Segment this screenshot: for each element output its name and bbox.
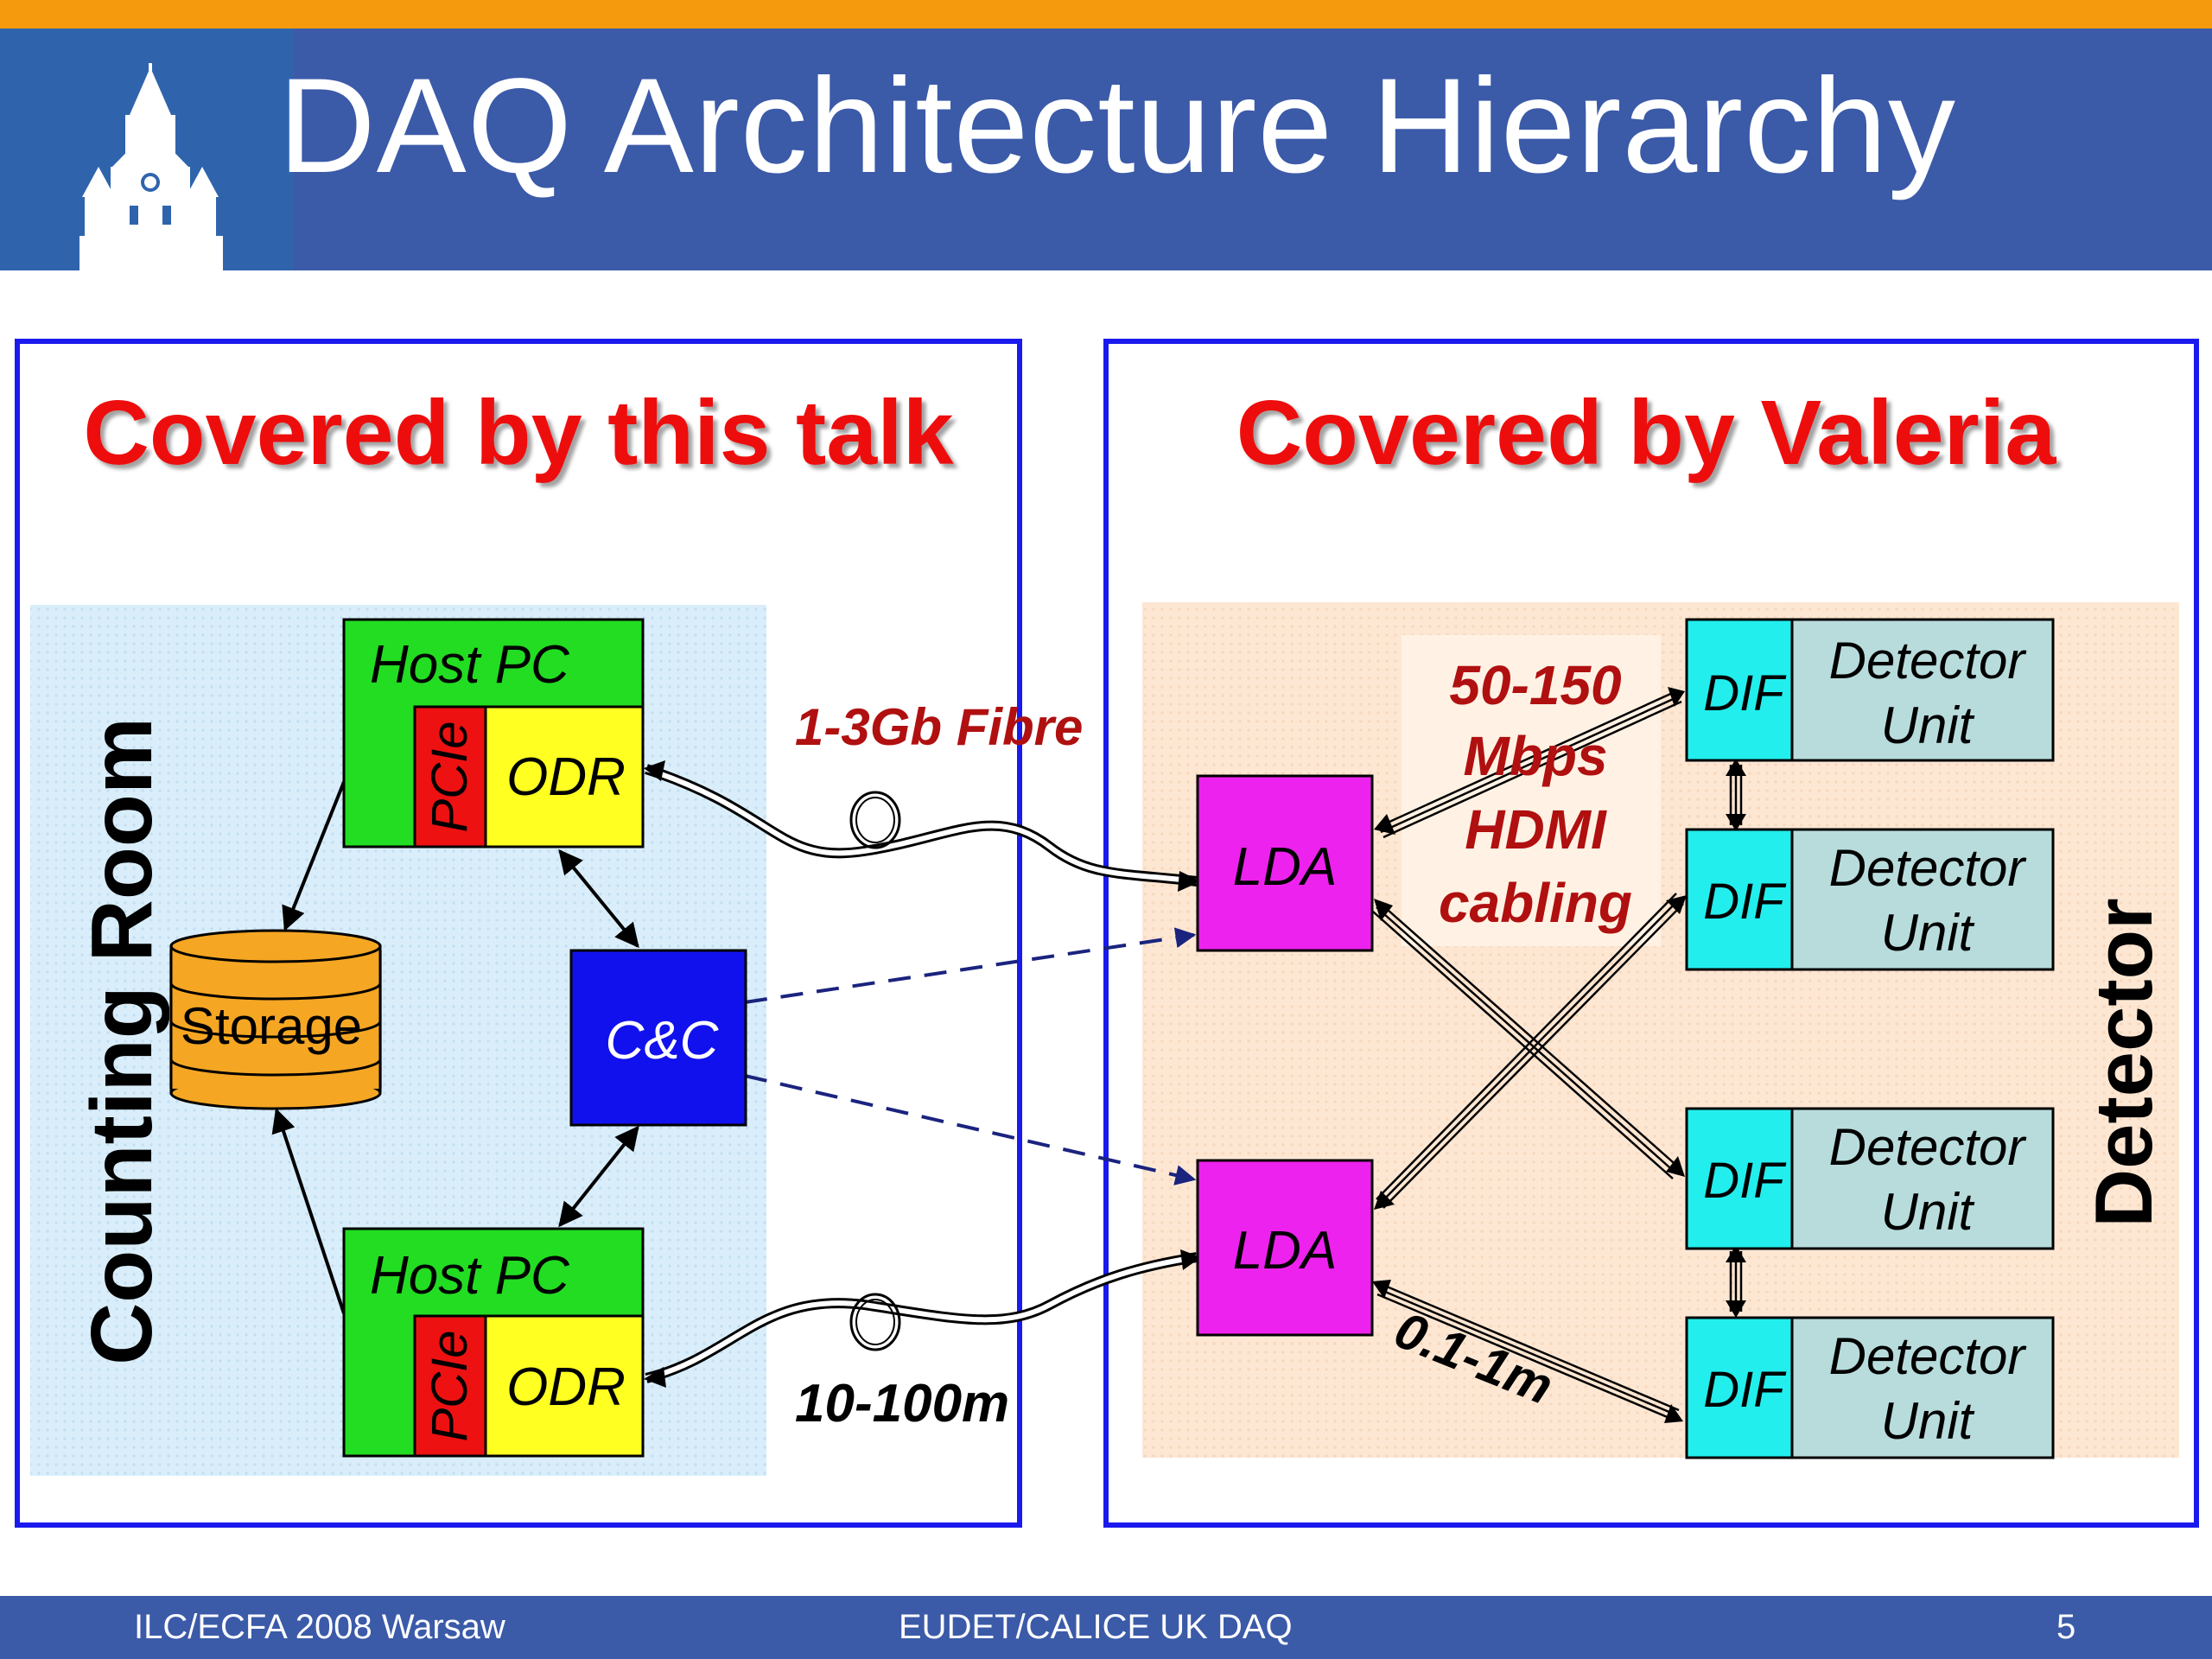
logo-area (0, 29, 294, 270)
detector-unit-4-line1: Detector (1829, 1327, 2027, 1385)
tower-logo-icon (79, 63, 223, 270)
fibre-arrowheads (644, 760, 1201, 1388)
host-pc-bottom-label: Host PC (370, 1246, 570, 1306)
fibre-cable-top (645, 764, 1198, 887)
right-panel-heading: Covered by Valeria (1236, 382, 2057, 484)
top-orange-stripe (0, 0, 2212, 29)
dif-unit-4 (1685, 1316, 2055, 1459)
lda-box-bottom (1196, 1159, 1374, 1337)
odr-bottom-label: ODR (506, 1357, 626, 1417)
cc-box (569, 949, 747, 1127)
detector-label: Detector (2078, 898, 2169, 1227)
hdmi-label-line2: Mbps (1463, 725, 1607, 787)
host-pc-top-label: Host PC (370, 635, 570, 695)
detector-unit-2-line2: Unit (1881, 904, 1975, 962)
dif-unit-3 (1685, 1107, 2055, 1250)
left-panel-frame (15, 339, 1022, 1528)
internal-links (271, 781, 639, 1314)
hdmi-links (1372, 690, 1743, 1422)
architecture-diagram: Covered by this talk Covered by Valeria … (15, 339, 2199, 1528)
dif-2-label: DIF (1703, 874, 1787, 930)
fibre-label: 1-3Gb Fibre (795, 698, 1083, 756)
cc-dashed-links (744, 927, 1197, 1185)
detector-unit-1-line1: Detector (1829, 632, 2027, 690)
fibre-length-label: 10-100m (795, 1374, 1009, 1433)
hdmi-label-backdrop (1402, 635, 1661, 946)
pcie-card-bottom (413, 1314, 487, 1458)
detector-unit-4-line2: Unit (1881, 1392, 1975, 1450)
dif-3-label: DIF (1703, 1153, 1787, 1209)
odr-top-label: ODR (506, 747, 626, 807)
lda-top-label: LDA (1233, 837, 1338, 897)
storage-cylinder (169, 929, 382, 1110)
hdmi-arrowheads (1372, 687, 1746, 1423)
pcie-bottom-label: PCIe (422, 1331, 478, 1442)
host-pc-bottom (342, 1227, 645, 1458)
detector-unit-2-line1: Detector (1829, 839, 2027, 897)
hdmi-label-line3: HDMI (1465, 798, 1607, 861)
footer-center: EUDET/CALICE UK DAQ (899, 1608, 1293, 1646)
hdmi-label-line1: 50-150 (1449, 654, 1621, 716)
host-pc-top (342, 618, 645, 849)
left-panel-heading: Covered by this talk (83, 382, 954, 484)
dif-4-label: DIF (1703, 1362, 1787, 1418)
odr-card-bottom (484, 1314, 645, 1458)
dif-1-label: DIF (1703, 665, 1787, 721)
odr-card-top (484, 705, 645, 849)
cc-label: C&C (606, 1011, 720, 1071)
pcie-top-label: PCIe (422, 721, 478, 833)
detector-unit-3-line1: Detector (1829, 1118, 2027, 1176)
lda-bottom-label: LDA (1233, 1221, 1338, 1281)
slide-title: DAQ Architecture Hierarchy (278, 51, 1956, 201)
pcie-card-top (413, 705, 487, 849)
counting-room-label: Counting Room (73, 717, 170, 1365)
hdmi-label-line4: cabling (1439, 872, 1632, 934)
dif-unit-2 (1685, 828, 2055, 971)
detector-unit-1-line2: Unit (1881, 696, 1975, 754)
fibre-cable-bottom (645, 1252, 1198, 1383)
storage-label: Storage (181, 997, 362, 1055)
dif-unit-1 (1685, 618, 2055, 762)
slide-footer: ILC/ECFA 2008 Warsaw EUDET/CALICE UK DAQ… (0, 1596, 2212, 1659)
lda-box-top (1196, 774, 1374, 952)
right-panel-frame (1103, 339, 2199, 1528)
slide-header: DAQ Architecture Hierarchy (0, 29, 2212, 270)
footer-left: ILC/ECFA 2008 Warsaw (134, 1608, 505, 1646)
detector-unit-3-line2: Unit (1881, 1183, 1975, 1241)
page-number: 5 (2056, 1608, 2076, 1646)
